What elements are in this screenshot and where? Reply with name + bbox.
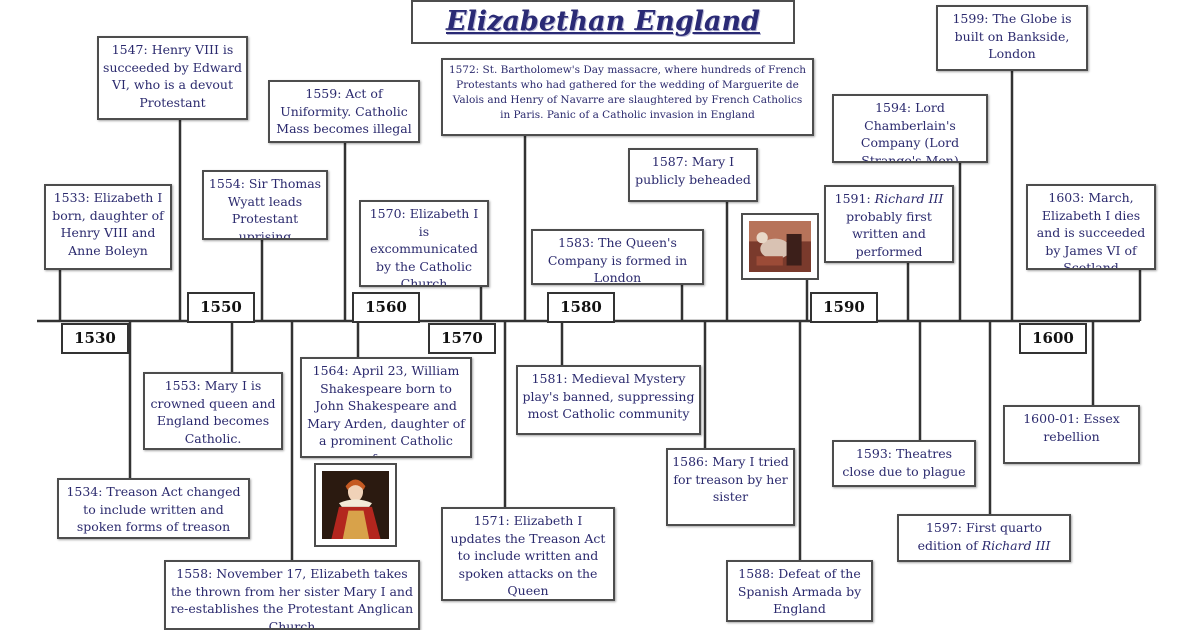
event-1534: 1534: Treason Act changed to include wri… <box>57 478 250 539</box>
event-1600-01: 1600-01: Essex rebellion <box>1003 405 1140 464</box>
event-1586: 1586: Mary I tried for treason by her si… <box>666 448 795 526</box>
event-1570: 1570: Elizabeth I is excommunicated by t… <box>359 200 489 287</box>
event-1558: 1558: November 17, Elizabeth takes the t… <box>164 560 420 630</box>
year-label-1590: 1590 <box>810 292 878 323</box>
year-label-1570: 1570 <box>428 323 496 354</box>
elizabeth-portrait-image <box>322 471 389 539</box>
event-1603: 1603: March, Elizabeth I dies and is suc… <box>1026 184 1156 270</box>
event-1591-prefix: 1591: <box>834 191 875 206</box>
event-1587: 1587: Mary I publicly beheaded <box>628 148 758 202</box>
event-1533: 1533: Elizabeth I born, daughter of Henr… <box>44 184 172 270</box>
event-1564: 1564: April 23, William Shakespeare born… <box>300 357 472 458</box>
event-1594: 1594: Lord Chamberlain's Company (Lord S… <box>832 94 988 163</box>
event-1597: 1597: First quarto edition of Richard II… <box>897 514 1071 562</box>
event-1591-play-title: Richard III <box>874 191 944 206</box>
page-title: Elizabethan England <box>411 0 795 44</box>
event-1572: 1572: St. Bartholomew's Day massacre, wh… <box>441 58 814 136</box>
event-1597-prefix: 1597: First quarto edition of <box>917 520 1043 553</box>
event-1583: 1583: The Queen's Company is formed in L… <box>531 229 704 285</box>
event-1581: 1581: Medieval Mystery play's banned, su… <box>516 365 701 435</box>
event-1593: 1593: Theatres close due to plague <box>832 440 976 487</box>
event-1547: 1547: Henry VIII is succeeded by Edward … <box>97 36 248 120</box>
event-1554: 1554: Sir Thomas Wyatt leads Protestant … <box>202 170 328 240</box>
elizabeth-portrait <box>314 463 397 547</box>
year-label-1530: 1530 <box>61 323 129 354</box>
execution-painting <box>741 213 819 280</box>
event-1553: 1553: Mary I is crowned queen and Englan… <box>143 372 283 450</box>
event-1599: 1599: The Globe is built on Bankside, Lo… <box>936 5 1088 71</box>
event-1591: 1591: Richard III probably first written… <box>824 185 954 263</box>
year-label-1600: 1600 <box>1019 323 1087 354</box>
year-label-1550: 1550 <box>187 292 255 323</box>
event-1559: 1559: Act of Uniformity. Catholic Mass b… <box>268 80 420 143</box>
execution-painting-image <box>749 221 811 272</box>
event-1591-suffix: probably first written and performed <box>846 208 932 259</box>
year-label-1580: 1580 <box>547 292 615 323</box>
event-1588: 1588: Defeat of the Spanish Armada by En… <box>726 560 873 622</box>
event-1597-play-title: Richard III <box>981 537 1051 553</box>
year-label-1560: 1560 <box>352 292 420 323</box>
event-1571: 1571: Elizabeth I updates the Treason Ac… <box>441 507 615 601</box>
